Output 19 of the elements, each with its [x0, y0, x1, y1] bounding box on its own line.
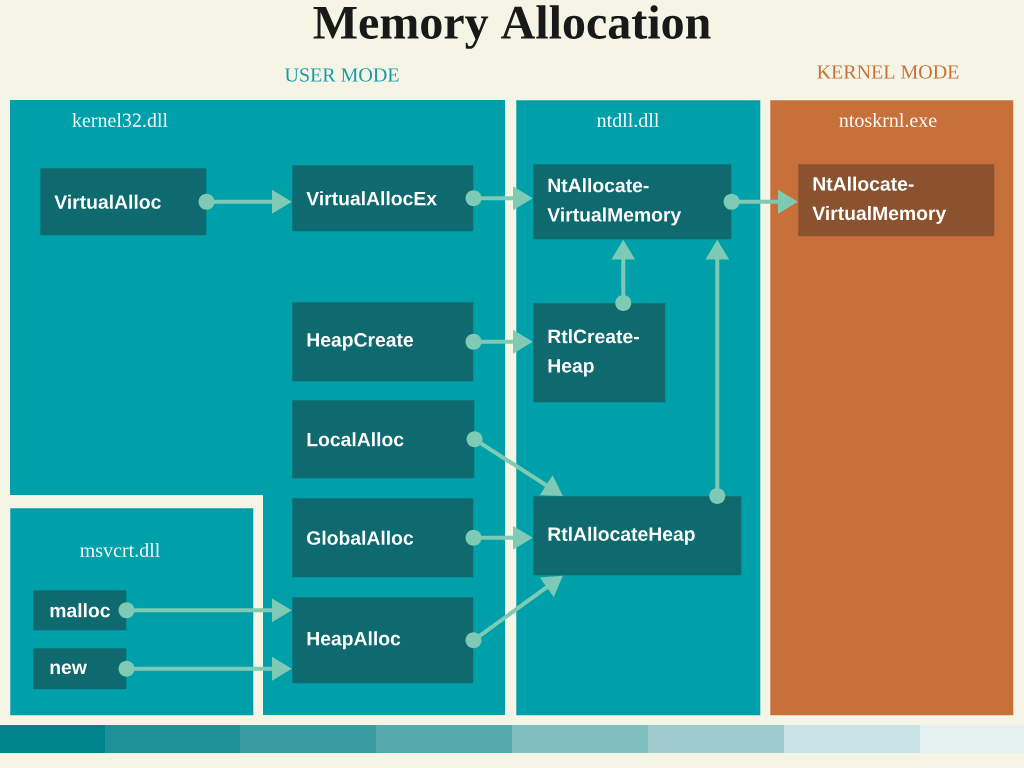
function-box: RtlCreate- Heap: [533, 303, 666, 403]
panel-heading: ntdll.dll: [597, 112, 659, 128]
panel-heading: msvcrt.dll: [80, 542, 160, 558]
function-box: LocalAlloc: [292, 400, 475, 479]
function-box: NtAllocate- VirtualMemory: [533, 164, 732, 240]
panel-heading: ntoskrnl.exe: [839, 112, 937, 128]
title: Memory Allocation: [313, 5, 711, 49]
function-box: VirtualAlloc: [40, 168, 207, 236]
function-box: malloc: [33, 590, 127, 631]
function-box: HeapCreate: [292, 302, 474, 382]
function-box: new: [33, 648, 127, 690]
function-box: VirtualAllocEx: [292, 165, 474, 232]
panel-heading: kernel32.dll: [72, 112, 168, 128]
mode-label: USER MODE: [284, 68, 399, 82]
function-box: NtAllocate- VirtualMemory: [798, 164, 995, 237]
function-box: HeapAlloc: [292, 597, 474, 684]
function-box: RtlAllocateHeap: [533, 496, 742, 576]
mode-label: KERNEL MODE: [817, 65, 959, 79]
function-box: GlobalAlloc: [292, 498, 474, 578]
